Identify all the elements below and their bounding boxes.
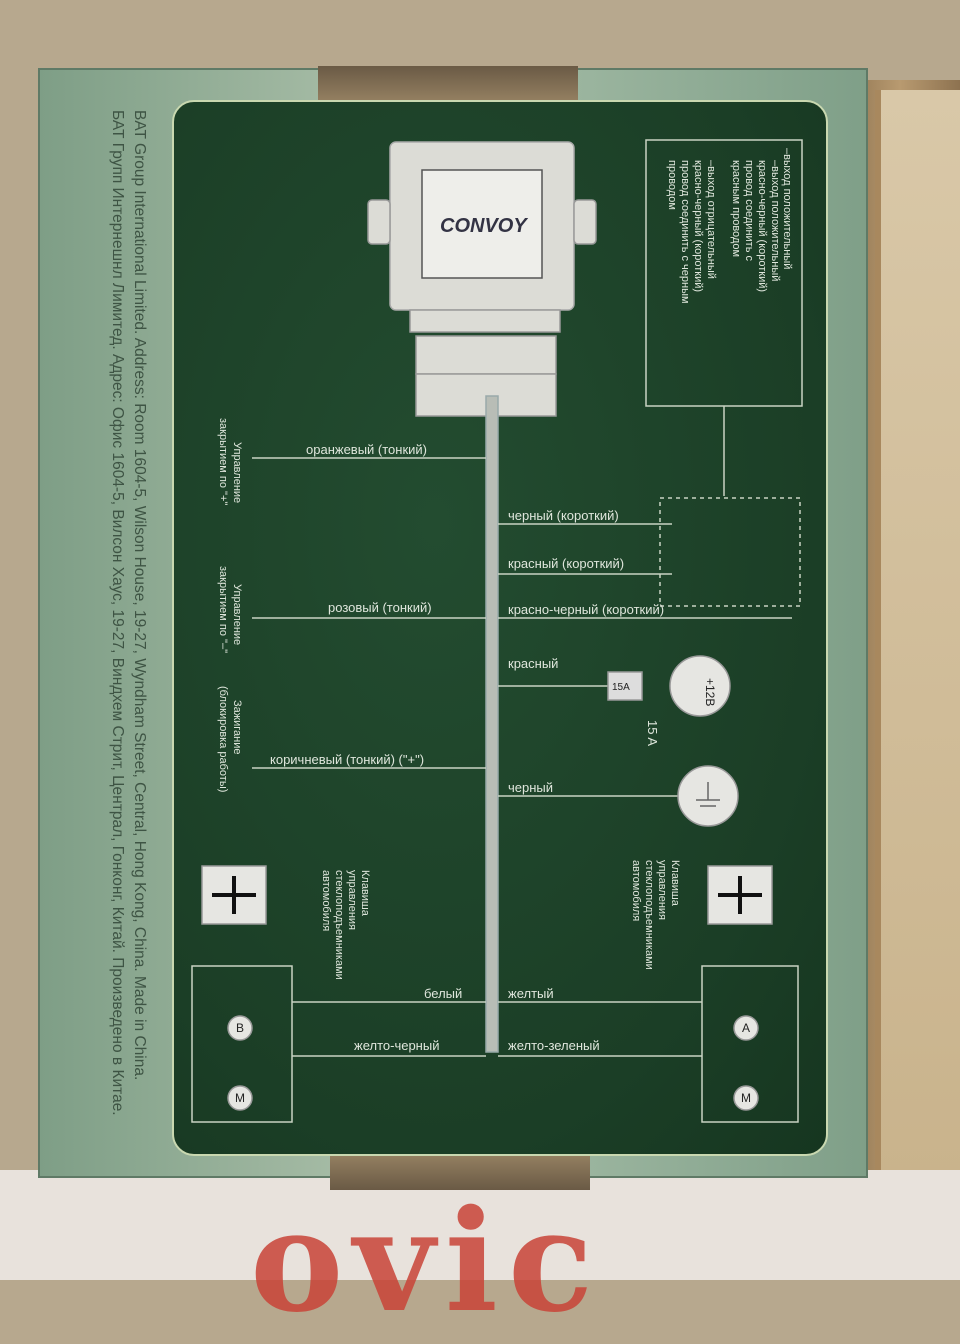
right-motor-circuit	[701, 965, 799, 1123]
svg-text:Клавиша: Клавиша	[669, 860, 681, 907]
address-text-block: BAT Group International Limited. Address…	[60, 110, 150, 1120]
brand-logo: CONVOY	[440, 215, 528, 237]
relay-switch-box	[659, 497, 801, 607]
wire-bundle	[485, 395, 499, 1053]
svg-text:Зажигание: Зажигание	[231, 700, 243, 755]
motor-a-label: A	[742, 1021, 750, 1035]
motor-left-circle	[227, 1085, 253, 1111]
box-flap-top	[318, 66, 578, 106]
svg-text:стеклоподъемниками: стеклоподъемниками	[643, 860, 655, 970]
fuse-rating: 15 A	[645, 720, 660, 746]
label-red-short: красный (короткий)	[508, 556, 624, 571]
label-white: белый	[424, 986, 462, 1001]
svg-text:Клавиша: Клавиша	[359, 870, 371, 917]
note-lines: –выход положительный красно-черный (коро…	[666, 160, 781, 304]
svg-text:автомобиля: автомобиля	[630, 860, 642, 921]
svg-text:автомобиля: автомобиля	[320, 870, 332, 931]
address-russian: БАТ Групп Интернешнл Лимитед. Адрес: Офи…	[109, 110, 126, 1116]
power-label: +12В	[703, 678, 717, 706]
connector-pins	[415, 335, 557, 375]
connector-top	[409, 309, 561, 333]
wiring-diagram: CONVOY –выход положительный –выход полож…	[191, 139, 803, 1123]
svg-text:красным проводом: красным проводом	[730, 160, 742, 257]
svg-text:красно-черный (короткий): красно-черный (короткий)	[756, 160, 768, 292]
motor-b-circle	[227, 1015, 253, 1041]
svg-text:–выход положительный: –выход положительный	[781, 148, 793, 269]
left-side-labels: Управление закрытием по "+" Управление з…	[217, 418, 371, 980]
battery-plus-symbol	[669, 655, 731, 717]
label-brown: коричневый (тонкий) ("+")	[270, 752, 424, 767]
svg-text:закрытием по "+": закрытием по "+"	[217, 418, 229, 505]
svg-text:управления: управления	[346, 870, 358, 930]
motor-right-label: M	[741, 1091, 751, 1105]
svg-text:–выход положительный: –выход положительный	[769, 160, 781, 281]
svg-text:–выход отрицательный: –выход отрицательный	[705, 160, 717, 279]
svg-text:провод соединить с черным: провод соединить с черным	[679, 160, 691, 304]
box-flap-bottom	[330, 1150, 590, 1190]
label-red: красный	[508, 656, 558, 671]
label-black-short: черный (короткий)	[508, 508, 619, 523]
address-english: BAT Group International Limited. Address…	[131, 110, 148, 1081]
motor-a-circle	[733, 1015, 759, 1041]
svg-text:управления: управления	[656, 860, 668, 920]
svg-text:(блокировка работы): (блокировка работы)	[217, 686, 229, 792]
svg-text:провод соединить с: провод соединить с	[743, 160, 755, 261]
label-red-black-short: красно-черный (короткий)	[508, 602, 664, 617]
svg-text:проводом: проводом	[666, 160, 678, 210]
label-black: черный	[508, 780, 553, 795]
label-yellow-black: желто-черный	[354, 1038, 439, 1053]
svg-text:закрытием по "–": закрытием по "–"	[217, 566, 229, 653]
svg-text:стеклоподъемниками: стеклоподъемниками	[333, 870, 345, 980]
left-motor-circuit	[191, 965, 293, 1123]
motor-right-circle	[733, 1085, 759, 1111]
cardboard-inner	[875, 90, 960, 1180]
svg-text:красно-черный (короткий): красно-черный (короткий)	[692, 160, 704, 292]
fuse-tag: 15A	[612, 682, 630, 693]
fuse	[607, 671, 643, 701]
svg-text:Управление: Управление	[231, 442, 243, 503]
svg-text:Управление: Управление	[231, 584, 243, 645]
module-tab-left	[367, 199, 391, 245]
label-orange: оранжевый (тонкий)	[306, 442, 427, 457]
label-yellow-green: желто-зеленый	[508, 1038, 600, 1053]
module-tab-right	[573, 199, 597, 245]
label-yellow: желтый	[508, 986, 554, 1001]
note-text: –выход положительный	[781, 148, 793, 269]
motor-b-label: B	[236, 1021, 244, 1035]
module-label-area	[421, 169, 543, 279]
red-printed-text: ovic	[250, 1180, 604, 1344]
right-side-labels: Клавиша управления стеклоподъемниками ав…	[630, 860, 681, 970]
label-pink: розовый (тонкий)	[328, 600, 432, 615]
motor-left-label: M	[235, 1091, 245, 1105]
